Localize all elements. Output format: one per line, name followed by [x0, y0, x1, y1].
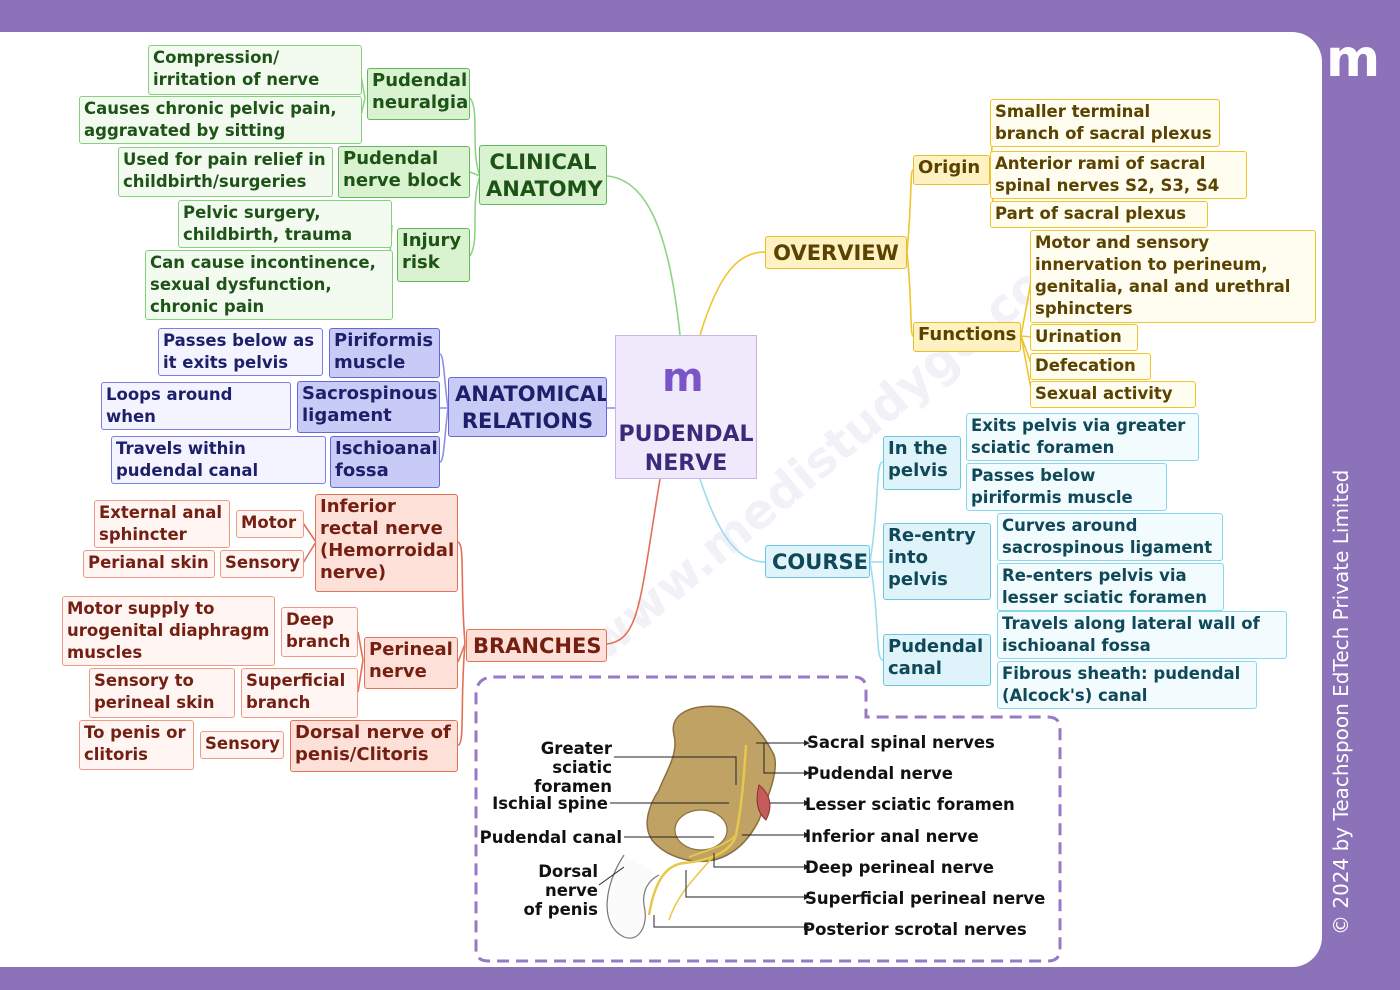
sensory-node-1: Sensory [220, 550, 304, 578]
sacrospinous-node: Sacrospinous ligament [297, 381, 440, 433]
branches-node: BRANCHES [466, 629, 607, 662]
overview-node: OVERVIEW [765, 236, 907, 269]
sensory-detail-2: To penis or clitoris [79, 720, 194, 770]
re-entry-detail-1: Curves around sacrospinous ligament [997, 513, 1223, 561]
superficial-branch-detail: Sensory to perineal skin [89, 668, 235, 718]
label-sacral-spinal-nerves: Sacral spinal nerves [807, 733, 995, 752]
label-pudendal-nerve: Pudendal nerve [807, 764, 953, 783]
functions-node: Functions [913, 322, 1021, 352]
functions-detail-1: Motor and sensory innervation to perineu… [1030, 230, 1316, 323]
canal-detail-2: Fibrous sheath: pudendal (Alcock's) cana… [997, 661, 1257, 709]
block-detail-1: Used for pain relief in childbirth/surge… [118, 147, 333, 197]
label-lesser-sciatic-foramen: Lesser sciatic foramen [805, 795, 1015, 814]
anatomical-relations-node: ANATOMICAL RELATIONS [448, 377, 607, 437]
functions-detail-2: Urination [1030, 324, 1138, 351]
ischioanal-detail: Travels within pudendal canal [111, 436, 326, 484]
piriformis-detail: Passes below as it exits pelvis [158, 328, 323, 376]
label-ischial-spine: Ischial spine [492, 794, 608, 813]
illustration-panel: Greater sciatic foramen Ischial spine Pu… [474, 675, 1064, 963]
center-node: m PUDENDAL NERVE [615, 335, 757, 479]
label-posterior-scrotal-nerves: Posterior scrotal nerves [803, 920, 1027, 939]
sensory-node-2: Sensory [200, 731, 284, 759]
sacrospinous-detail: Loops around when re-entering pelvis [101, 382, 291, 430]
brand-logo: m [1326, 29, 1381, 89]
brand-logo-icon: m [662, 355, 704, 401]
re-entry-node: Re-entry into pelvis [883, 523, 991, 600]
motor-node-1: Motor [236, 510, 304, 538]
pudendal-neuralgia-node: Pudendal neuralgia [367, 68, 470, 120]
ligament [756, 784, 771, 821]
origin-detail-3: Part of sacral plexus [990, 201, 1208, 228]
sensory-detail-1: Perianal skin [83, 550, 215, 578]
motor-detail-1: External anal sphincter [94, 500, 230, 548]
injury-detail-1: Pelvic surgery, childbirth, trauma [178, 200, 392, 248]
pudendal-nerve-block-node: Pudendal nerve block [338, 146, 470, 198]
pudendal-canal-node: Pudendal canal [883, 634, 991, 686]
deep-branch-node: Deep branch [281, 607, 358, 657]
copyright-text: © 2024 by Teachspoon EdTech Private Limi… [1329, 469, 1353, 935]
label-superficial-perineal-nerve: Superficial perineal nerve [805, 889, 1046, 908]
re-entry-detail-2: Re-enters pelvis via lesser sciatic fora… [997, 563, 1224, 611]
center-title: PUDENDAL NERVE [618, 422, 754, 476]
neuralgia-detail-2: Causes chronic pelvic pain, aggravated b… [79, 96, 362, 144]
pudendal-nerve-path [647, 744, 748, 916]
in-pelvis-detail-1: Exits pelvis via greater sciatic foramen [966, 413, 1199, 461]
functions-detail-4: Sexual activity [1030, 381, 1196, 408]
label-greater-sciatic-foramen: Greater sciatic foramen [534, 739, 612, 796]
superficial-branch-node: Superficial branch [241, 668, 358, 718]
label-inferior-anal-nerve: Inferior anal nerve [805, 827, 979, 846]
illustration-drawing [474, 675, 1062, 963]
piriformis-node: Piriformis muscle [329, 328, 440, 378]
dorsal-nerve-node: Dorsal nerve of penis/Clitoris [290, 720, 458, 772]
injury-detail-2: Can cause incontinence, sexual dysfuncti… [145, 250, 393, 320]
origin-node: Origin [913, 155, 990, 185]
origin-detail-1: Smaller terminal branch of sacral plexus [990, 99, 1220, 147]
clinical-anatomy-node: CLINICAL ANATOMY [479, 145, 607, 205]
origin-detail-2: Anterior rami of sacral spinal nerves S2… [990, 151, 1247, 199]
deep-branch-detail: Motor supply to urogenital diaphragm mus… [62, 596, 275, 666]
injury-risk-node: Injury risk [397, 228, 470, 282]
label-deep-perineal-nerve: Deep perineal nerve [805, 858, 994, 877]
ischioanal-node: Ischioanal fossa [330, 436, 440, 488]
label-dorsal-nerve-of-penis: Dorsal nerve of penis [523, 862, 598, 919]
functions-detail-3: Defecation [1030, 353, 1151, 380]
perineal-nerve-node: Perineal nerve [364, 637, 458, 689]
canal-detail-1: Travels along lateral wall of ischioanal… [997, 611, 1287, 659]
inferior-rectal-nerve-node: Inferior rectal nerve (Hemorroidal nerve… [315, 494, 458, 592]
in-the-pelvis-node: In the pelvis [883, 436, 961, 490]
neuralgia-detail-1: Compression/ irritation of nerve [148, 45, 362, 95]
in-pelvis-detail-2: Passes below piriformis muscle [966, 463, 1167, 511]
label-pudendal-canal: Pudendal canal [479, 828, 622, 847]
course-node: COURSE [765, 545, 870, 578]
